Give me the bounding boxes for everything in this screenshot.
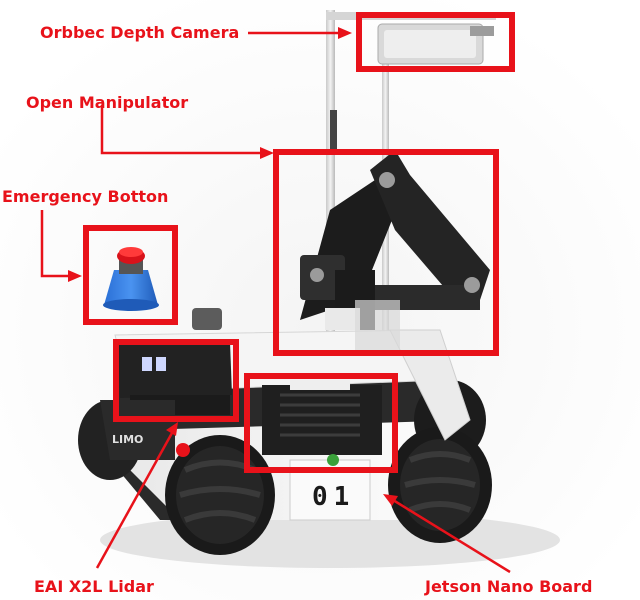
manipulator-highlight-box xyxy=(273,149,499,356)
lidar-highlight-box xyxy=(113,339,239,422)
limo-brand-text: LIMO xyxy=(112,433,143,446)
robot-number: 01 xyxy=(312,482,355,512)
wheel-front-right xyxy=(388,427,492,543)
jetson-nano-board xyxy=(262,380,382,466)
emergency-button-highlight-box xyxy=(83,225,178,325)
label-jetson: Jetson Nano Board xyxy=(425,577,593,596)
emergency-button xyxy=(103,247,159,311)
label-lidar: EAI X2L Lidar xyxy=(34,577,154,596)
open-manipulator-arm xyxy=(300,150,490,350)
callout-arrows xyxy=(40,27,511,574)
label-emergency-button: Emergency Botton xyxy=(2,187,169,206)
status-light xyxy=(176,443,190,457)
jetson-highlight-box xyxy=(244,373,398,473)
depth-camera-highlight-box xyxy=(356,12,515,72)
label-manipulator: Open Manipulator xyxy=(26,93,189,112)
orbbec-depth-camera xyxy=(377,23,494,65)
label-depth-camera: Orbbec Depth Camera xyxy=(40,23,240,42)
